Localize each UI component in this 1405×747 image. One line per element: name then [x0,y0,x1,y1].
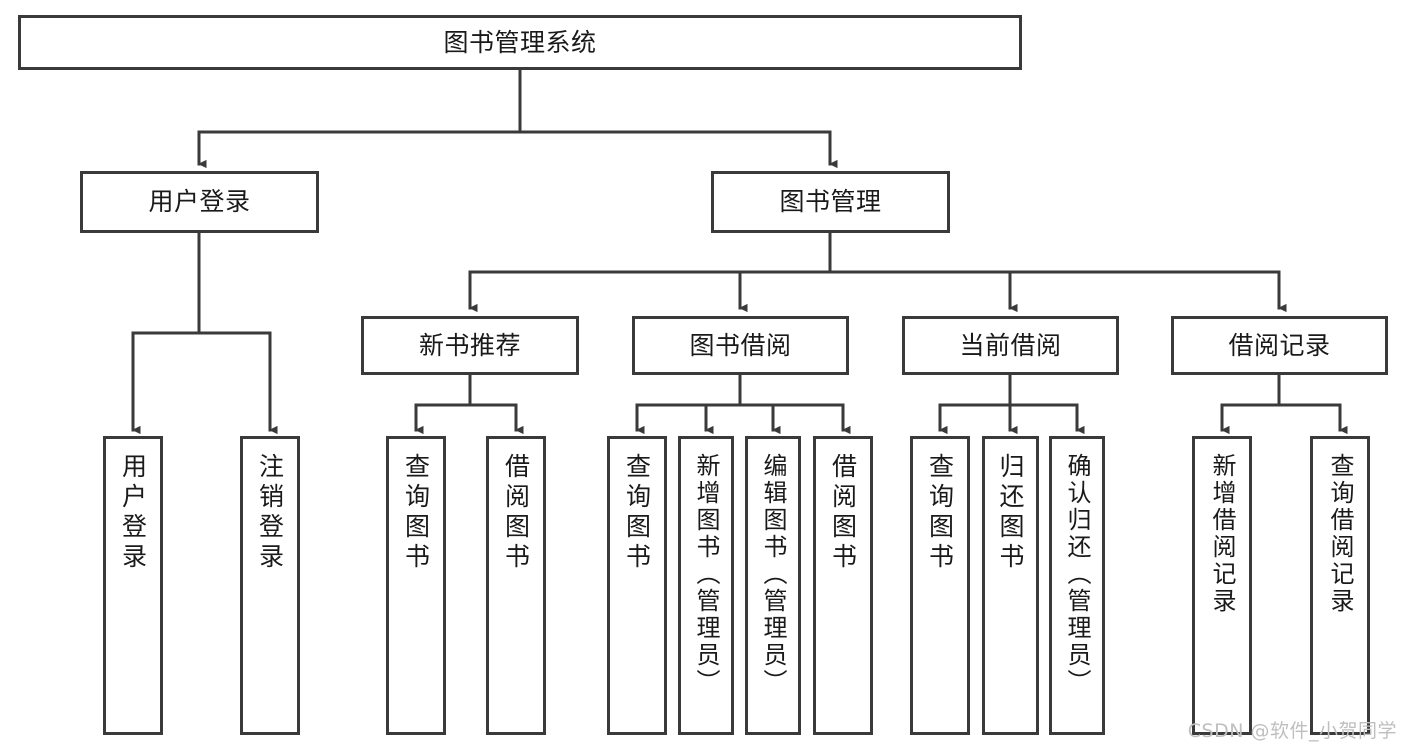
node-label: 图书管理 [779,187,882,216]
node-borrow-record[interactable]: 借阅记录 [1171,316,1388,375]
leaf-current-borrow-return[interactable]: 归还图书 [982,436,1039,735]
leaf-current-borrow-confirm[interactable]: 确认归还（管理员） [1049,436,1105,735]
watermark-text: CSDN @软件_小贺同学 [1187,720,1397,742]
node-label: 图书借阅 [689,330,792,360]
leaf-borrow-record-query[interactable]: 查询借阅记录 [1310,436,1370,735]
node-label: 查询借阅记录 [1326,453,1354,615]
node-label: 借阅图书 [501,453,531,573]
node-label: 查询图书 [401,453,431,573]
node-label: 确认归还（管理员） [1063,453,1091,696]
node-label: 新增借阅记录 [1208,453,1236,615]
node-label: 新书推荐 [418,330,521,360]
node-label: 当前借阅 [959,330,1062,360]
node-label: 借阅记录 [1228,330,1331,360]
node-label: 注销登录 [255,453,285,573]
node-label: 编辑图书（管理员） [759,453,787,696]
node-label: 查询图书 [622,453,652,573]
node-book-borrow[interactable]: 图书借阅 [632,316,849,375]
node-book-management[interactable]: 图书管理 [711,171,950,233]
leaf-book-borrow-query[interactable]: 查询图书 [607,436,667,735]
leaf-user-login-login[interactable]: 用户登录 [103,436,163,735]
node-root-system[interactable]: 图书管理系统 [18,15,1022,70]
node-label: 新增图书（管理员） [692,453,720,696]
node-new-book-recommend[interactable]: 新书推荐 [361,316,579,375]
node-label: 用户登录 [118,453,148,573]
node-label: 图书管理系统 [443,27,597,57]
node-label: 借阅图书 [828,453,858,573]
leaf-current-borrow-query[interactable]: 查询图书 [910,436,970,735]
leaf-new-book-borrow[interactable]: 借阅图书 [486,436,546,735]
node-label: 查询图书 [925,453,955,573]
node-label: 归还图书 [996,453,1025,573]
leaf-user-login-logout[interactable]: 注销登录 [240,436,300,735]
node-current-borrow[interactable]: 当前借阅 [902,316,1119,375]
node-user-login[interactable]: 用户登录 [80,171,319,233]
leaf-book-borrow-edit[interactable]: 编辑图书（管理员） [745,436,801,735]
leaf-book-borrow-borrow[interactable]: 借阅图书 [813,436,873,735]
leaf-new-book-query[interactable]: 查询图书 [386,436,446,735]
leaf-book-borrow-add[interactable]: 新增图书（管理员） [678,436,734,735]
node-label: 用户登录 [148,187,251,216]
leaf-borrow-record-add[interactable]: 新增借阅记录 [1192,436,1252,735]
